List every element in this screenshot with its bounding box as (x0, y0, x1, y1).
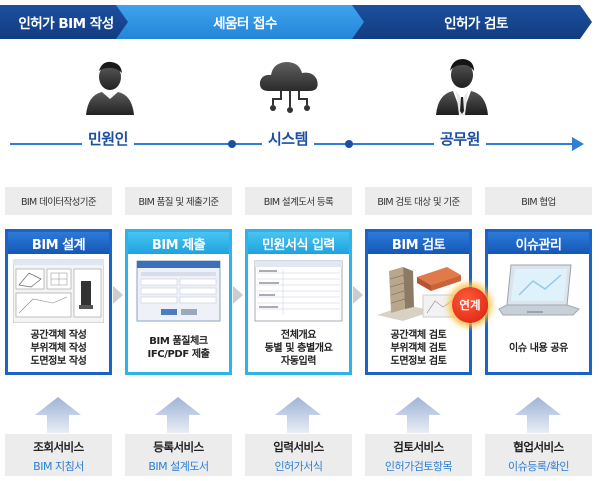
laptop-icon (498, 264, 580, 316)
chevron-right-icon (353, 286, 363, 304)
actor-system-label: 시스템 (262, 128, 314, 149)
arrow-up-icon (515, 397, 561, 433)
standard-label: BIM 협업 (485, 187, 592, 215)
standard-label: BIM 품질 및 제출기준 (125, 187, 232, 215)
flow-dot (345, 140, 353, 148)
standard-label: BIM 검토 대상 및 기준 (365, 187, 472, 215)
flow-dot (228, 140, 236, 148)
submission-form-screenshot (136, 260, 221, 322)
card-text-line: 도면정보 작성 (30, 356, 87, 367)
petition-form-screenshot (254, 260, 343, 322)
card-text-line: BIM 품질체크 (149, 336, 208, 347)
card-title: BIM 설계 (8, 232, 109, 254)
service-box: 협업서비스 이슈등록/확인 (485, 434, 592, 476)
service-name: 등록서비스 (153, 440, 204, 454)
chevron-right-icon (113, 286, 123, 304)
arrow-up-icon (395, 397, 441, 433)
bim-review-model-image (377, 267, 461, 321)
petition-form-input-card: 민원서식 입력 전체개요 동별 및 층별개요 자동입력 (245, 229, 352, 375)
service-name: 조회서비스 (33, 440, 84, 454)
card-text-line: 도면정보 검토 (390, 356, 447, 367)
bim-submission-card: BIM 제출 BIM 품질체크 IFC/PDF 제출 (125, 229, 232, 375)
service-item: 인허가검토항목 (384, 460, 453, 473)
actor-citizen-label: 민원인 (82, 128, 134, 149)
standard-label: BIM 설계도서 등록 (245, 187, 352, 215)
card-text-line: 전체개요 (280, 330, 317, 341)
stage-chevron-permit-review: 인허가 검토 (352, 5, 592, 39)
card-text-line: 동별 및 층별개요 (264, 343, 333, 354)
card-title: 민원서식 입력 (248, 232, 349, 254)
citizen-person-icon (86, 61, 134, 115)
service-box: 입력서비스 인허가서식 (245, 434, 352, 476)
service-item: 이슈등록/확인 (508, 460, 569, 473)
card-text-line: 부위객체 검토 (390, 343, 447, 354)
service-name: 검토서비스 (393, 440, 444, 454)
card-text-line: 공간객체 작성 (30, 330, 87, 341)
service-box: 검토서비스 인허가검토항목 (365, 434, 472, 476)
stage-chevron-bim-authoring: 인허가 BIM 작성 (0, 5, 132, 39)
card-title: 이슈관리 (488, 232, 589, 254)
card-title: BIM 검토 (368, 232, 469, 254)
service-item: BIM 지침서 (33, 460, 84, 473)
arrow-up-icon (275, 397, 321, 433)
service-name: 입력서비스 (273, 440, 324, 454)
chevron-right-icon (233, 286, 243, 304)
bim-design-screenshot (13, 259, 104, 323)
stage-label: 인허가 검토 (444, 16, 508, 32)
issue-management-card: 이슈관리 이슈 내용 공유 (485, 229, 592, 375)
card-text-line: IFC/PDF 제출 (147, 349, 210, 360)
arrow-right-icon (572, 137, 584, 151)
service-item: BIM 설계도서 (148, 460, 209, 473)
service-box: 등록서비스 BIM 설계도서 (125, 434, 232, 476)
card-title: BIM 제출 (128, 232, 229, 254)
card-text-line: 이슈 내용 공유 (509, 343, 568, 354)
stage-chevron-seumteo-submission: 세움터 접수 (116, 5, 366, 39)
stage-label: 인허가 BIM 작성 (18, 16, 114, 32)
service-name: 협업서비스 (513, 440, 564, 454)
official-person-icon (436, 59, 488, 115)
service-item: 인허가서식 (274, 460, 323, 473)
stage-label: 세움터 접수 (213, 16, 277, 32)
actor-official-label: 공무원 (434, 128, 486, 149)
cloud-system-icon (259, 62, 318, 113)
standard-label: BIM 데이터작성기준 (5, 187, 112, 215)
arrow-up-icon (155, 397, 201, 433)
arrow-up-icon (35, 397, 81, 433)
link-badge: 연계 (452, 287, 488, 323)
card-text-line: 자동입력 (280, 356, 317, 367)
card-text-line: 공간객체 검토 (390, 330, 447, 341)
bim-design-card: BIM 설계 공간객체 작성 부위객체 작성 도면정보 작성 (5, 229, 112, 375)
card-text-line: 부위객체 작성 (30, 343, 87, 354)
service-box: 조회서비스 BIM 지침서 (5, 434, 112, 476)
